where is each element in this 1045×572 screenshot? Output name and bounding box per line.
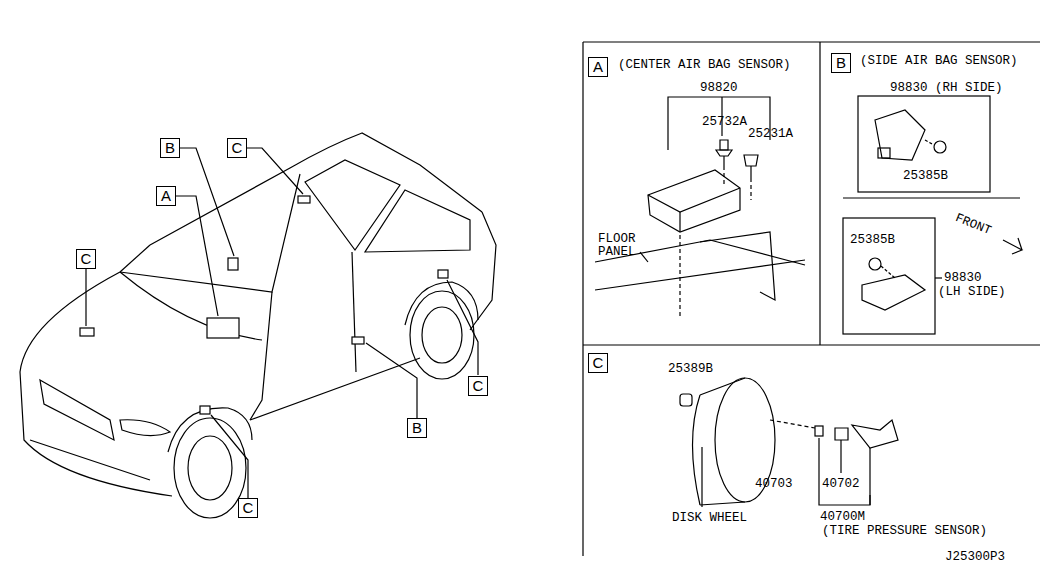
part-label: 40700M	[820, 511, 865, 524]
callout-box: C	[238, 498, 258, 518]
part-label: 25385B	[850, 234, 895, 247]
callout-letter: C	[239, 499, 257, 517]
callout-letter: C	[228, 139, 246, 157]
part-label: 25732A	[702, 116, 747, 129]
part-label: 25389B	[668, 363, 713, 376]
part-label: (TIRE PRESSURE SENSOR)	[822, 525, 987, 538]
side-airbag-sensor	[843, 96, 1022, 334]
part-label: 25385B	[903, 170, 948, 183]
center-airbag-sensor	[595, 97, 805, 318]
callout-box: C	[588, 353, 608, 373]
callout-letter: B	[832, 54, 850, 72]
callout-box: B	[407, 418, 427, 438]
part-label: 98820	[700, 82, 738, 95]
callout-letter: B	[408, 419, 426, 437]
callout-box: B	[160, 138, 180, 158]
part-label: 40703	[755, 478, 793, 491]
callout-letter: C	[77, 250, 95, 268]
part-label: 40702	[822, 478, 860, 491]
callout-letter: C	[469, 377, 487, 395]
part-label: (CENTER AIR BAG SENSOR)	[618, 59, 791, 72]
callout-box: C	[227, 138, 247, 158]
leader-line	[86, 148, 478, 498]
callout-box: C	[76, 249, 96, 269]
part-label: J25300P3	[945, 551, 1005, 564]
callout-letter: A	[589, 58, 607, 76]
part-label: (SIDE AIR BAG SENSOR)	[860, 55, 1018, 68]
disk-wheel-sensor	[680, 378, 898, 507]
car-drawing	[20, 133, 496, 518]
part-label: 25231A	[748, 128, 793, 141]
callout-box: A	[588, 57, 608, 77]
part-label: 98830	[944, 272, 982, 285]
callout-letter: B	[161, 139, 179, 157]
part-label: DISK WHEEL	[672, 512, 747, 525]
part-label: (LH SIDE)	[938, 286, 1006, 299]
part-label: FRONT	[953, 212, 993, 238]
callout-letter: C	[589, 354, 607, 372]
part-label: FLOOR PANEL	[598, 233, 648, 259]
callout-box: B	[831, 53, 851, 73]
callout-letter: A	[157, 187, 175, 205]
part-label: 98830 (RH SIDE)	[890, 82, 1003, 95]
callout-box: C	[468, 376, 488, 396]
callout-box: A	[156, 186, 176, 206]
panel-frame	[583, 42, 1040, 556]
